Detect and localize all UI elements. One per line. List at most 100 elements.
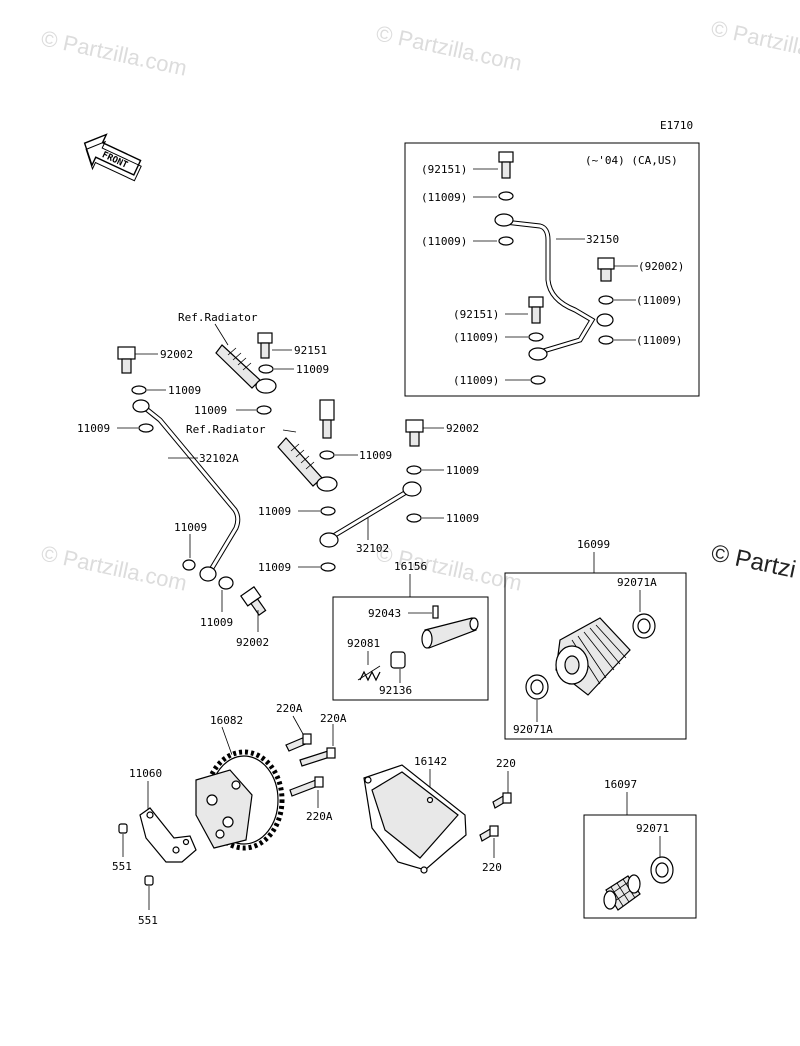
part-label: 32102 bbox=[356, 542, 389, 555]
hose-fitting-icon bbox=[277, 437, 338, 492]
washer-icon bbox=[598, 335, 614, 345]
piston-icon bbox=[390, 651, 406, 669]
bolt-icon bbox=[405, 419, 424, 447]
oil-pipe-icon bbox=[132, 399, 241, 582]
part-label: 16142 bbox=[414, 755, 447, 768]
part-label: 92002 bbox=[446, 422, 479, 435]
watermark: © Partzilla.com bbox=[374, 20, 524, 75]
inset-label: (11009) bbox=[453, 374, 499, 387]
inset-panel: (~'04) (CA,US) (92151) (11009) (11009) 3… bbox=[404, 142, 700, 397]
washer-icon bbox=[256, 405, 272, 415]
part-label: 92002 bbox=[160, 348, 193, 361]
part-label: 16156 bbox=[394, 560, 427, 573]
washer-icon bbox=[320, 562, 336, 572]
strainer-panel: 16097 92071 bbox=[583, 778, 697, 919]
part-label: 220 bbox=[496, 757, 516, 770]
inset-note: (~'04) (CA,US) bbox=[585, 154, 678, 167]
part-label: 11009 bbox=[194, 404, 227, 417]
part-label: 92002 bbox=[236, 636, 269, 649]
washer-icon bbox=[598, 295, 614, 305]
dowel-pin-icon bbox=[118, 823, 128, 834]
part-label: 551 bbox=[138, 914, 158, 927]
part-label: 11060 bbox=[129, 767, 162, 780]
washer-icon bbox=[530, 375, 546, 385]
plate-icon bbox=[139, 807, 197, 863]
washer-icon bbox=[406, 513, 422, 523]
washer-icon bbox=[406, 465, 422, 475]
part-label: 11009 bbox=[258, 561, 291, 574]
watermark: © Partzilla.com bbox=[39, 540, 189, 595]
oil-filter-panel: 16099 92071A 92071A bbox=[504, 538, 687, 740]
inset-label: (92002) bbox=[638, 260, 684, 273]
hose-fitting-icon bbox=[215, 344, 277, 394]
part-label: 11009 bbox=[359, 449, 392, 462]
washer-icon bbox=[320, 506, 336, 516]
oil-pump-gear-icon bbox=[195, 749, 285, 851]
ref-radiator-label: Ref.Radiator bbox=[178, 311, 258, 324]
inset-label: (11009) bbox=[421, 235, 467, 248]
relief-valve-panel: 16156 92043 92081 92136 bbox=[332, 560, 489, 701]
inset-label: (11009) bbox=[636, 334, 682, 347]
oil-pipe-icon bbox=[319, 481, 422, 548]
part-label: 11009 bbox=[446, 512, 479, 525]
part-label: 92081 bbox=[347, 637, 380, 650]
part-label: 220A bbox=[306, 810, 333, 823]
part-label: 16099 bbox=[577, 538, 610, 551]
part-label: 32102A bbox=[199, 452, 239, 465]
part-label: 92151 bbox=[294, 344, 327, 357]
bolt-icon bbox=[319, 399, 335, 439]
part-label: 11009 bbox=[296, 363, 329, 376]
pin-icon bbox=[432, 605, 439, 619]
front-arrow-icon: FRONT bbox=[83, 133, 142, 182]
part-label: 220 bbox=[482, 861, 502, 874]
part-label: 92071A bbox=[513, 723, 553, 736]
inset-label: (92151) bbox=[453, 308, 499, 321]
bolt-icon bbox=[597, 257, 615, 282]
spring-icon bbox=[357, 665, 381, 682]
part-label: 220A bbox=[320, 712, 347, 725]
washer-icon bbox=[258, 364, 274, 374]
oil-pipe-icon bbox=[494, 213, 614, 361]
washer-icon bbox=[528, 332, 544, 342]
bolt-icon bbox=[240, 586, 267, 616]
bolt-icon bbox=[117, 346, 136, 374]
inset-label: (11009) bbox=[453, 331, 499, 344]
part-label: 11009 bbox=[77, 422, 110, 435]
bolt-icon bbox=[479, 825, 499, 842]
watermark: © Partzilla.com bbox=[39, 25, 189, 80]
washer-icon bbox=[182, 559, 196, 571]
watermark: © Partzi bbox=[709, 539, 798, 583]
inset-label: (11009) bbox=[636, 294, 682, 307]
washer-icon bbox=[131, 385, 147, 395]
bolt-icon bbox=[498, 151, 514, 179]
part-label: 11009 bbox=[168, 384, 201, 397]
diagram-code: E1710 bbox=[660, 119, 693, 132]
washer-icon bbox=[218, 576, 234, 590]
part-label: 11009 bbox=[446, 464, 479, 477]
washer-icon bbox=[319, 450, 335, 460]
part-label: 92071 bbox=[636, 822, 669, 835]
washer-icon bbox=[498, 191, 514, 201]
valve-body-icon bbox=[421, 617, 479, 649]
bolt-icon bbox=[528, 296, 544, 324]
part-label: 16097 bbox=[604, 778, 637, 791]
strainer-screen-icon bbox=[603, 874, 641, 911]
washer-icon bbox=[138, 423, 154, 433]
washer-icon bbox=[498, 236, 514, 246]
inset-label: 32150 bbox=[586, 233, 619, 246]
bolt-icon bbox=[299, 747, 336, 767]
part-label: 92136 bbox=[379, 684, 412, 697]
oil-pan-cover-icon bbox=[363, 764, 467, 874]
part-label: 11009 bbox=[174, 521, 207, 534]
bolt-icon bbox=[285, 733, 312, 752]
part-label: 11009 bbox=[200, 616, 233, 629]
part-label: 16082 bbox=[210, 714, 243, 727]
filter-element-icon bbox=[555, 617, 631, 696]
bolt-icon bbox=[289, 776, 324, 797]
ref-radiator-label: Ref.Radiator bbox=[186, 423, 266, 436]
inset-label: (92151) bbox=[421, 163, 467, 176]
bolt-icon bbox=[257, 332, 273, 359]
part-label: 551 bbox=[112, 860, 132, 873]
watermark: © Partzilla.com bbox=[709, 15, 800, 70]
